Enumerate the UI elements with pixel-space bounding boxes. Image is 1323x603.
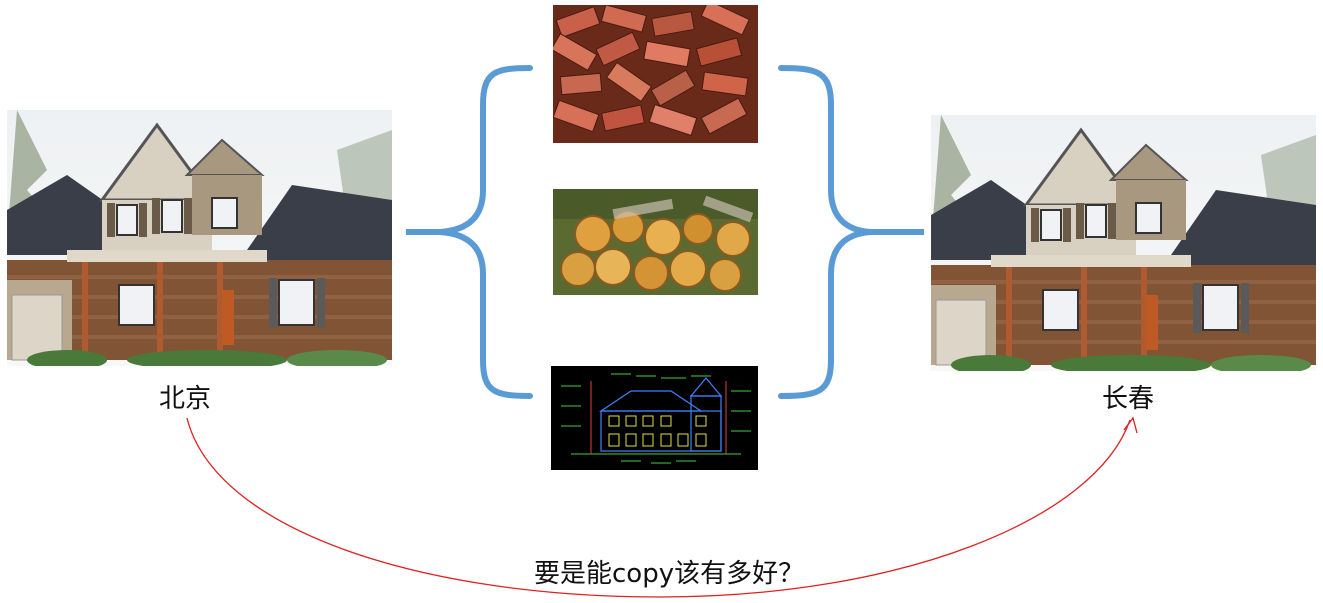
copy-arrow-head [1123,416,1138,434]
right-city-label: 长春 [1102,384,1155,414]
bricks-image [553,5,758,143]
left-city-label: 北京 [159,384,212,414]
left-house-image [7,110,392,366]
copy-arrow-curve [186,417,1131,598]
blueprint-image [551,366,758,470]
right-brace [778,65,871,399]
logs-image [553,189,758,295]
left-brace [439,65,533,399]
caption-text: 要是能copy该有多好？ [534,559,805,589]
right-house-image [931,115,1316,371]
